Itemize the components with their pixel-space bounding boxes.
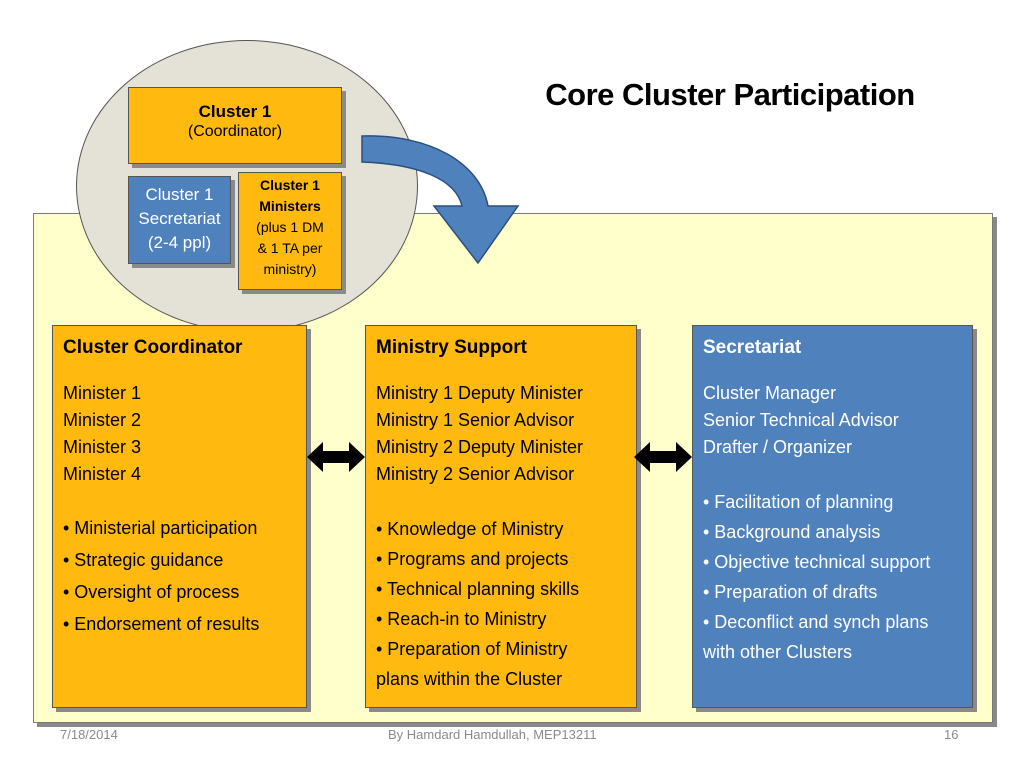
ministers-small-line2: Ministers (259, 198, 321, 214)
secretariat-bullet: • Facilitation of planning (703, 492, 894, 512)
coordinator-member: Minister 3 (63, 437, 142, 457)
footer-page-number: 16 (944, 727, 959, 742)
secretariat-bullet: • Deconflict and synch plans (703, 612, 929, 632)
secretariat-bullets: • Facilitation of planning • Background … (703, 487, 962, 667)
secretariat-bullet: • Objective technical support (703, 552, 931, 572)
ministers-small-line1: Cluster 1 (260, 177, 320, 193)
coordinator-members: Minister 1 Minister 2 Minister 3 Ministe… (63, 380, 296, 488)
cluster1-label: Cluster 1 (198, 102, 272, 121)
footer-author: By Hamdard Hamdullah, MEP13211 (388, 727, 597, 742)
ministry-bullets: • Knowledge of Ministry • Programs and p… (376, 514, 626, 694)
coordinator-member: Minister 4 (63, 464, 142, 484)
secretariat-bullet: • Preparation of drafts (703, 582, 878, 602)
coordinator-member: Minister 2 (63, 410, 142, 430)
secretariat-box: Secretariat Cluster Manager Senior Techn… (692, 325, 973, 708)
footer-date: 7/18/2014 (60, 727, 118, 742)
cluster1-role: (Coordinator) (187, 123, 283, 140)
secretariat-small-line1: Cluster 1 (145, 185, 214, 204)
double-arrow-icon (634, 442, 692, 472)
coordinator-bullet: • Strategic guidance (63, 550, 224, 570)
ministry-bullet: • Technical planning skills (376, 579, 580, 599)
double-arrow-icon (307, 442, 365, 472)
coordinator-bullets: • Ministerial participation • Strategic … (63, 512, 296, 640)
secretariat-bullet-continuation: with other Clusters (703, 642, 853, 662)
secretariat-member: Cluster Manager (703, 383, 837, 403)
coordinator-bullet: • Ministerial participation (63, 518, 258, 538)
coordinator-bullet: • Endorsement of results (63, 614, 260, 634)
ministry-bullet-continuation: plans within the Cluster (376, 669, 563, 689)
secretariat-members: Cluster Manager Senior Technical Advisor… (703, 380, 962, 461)
ministry-member: Ministry 2 Deputy Minister (376, 437, 584, 457)
secretariat-bullet: • Background analysis (703, 522, 881, 542)
cluster-coordinator-box: Cluster Coordinator Minister 1 Minister … (52, 325, 307, 708)
slide-title: Core Cluster Participation (545, 77, 915, 112)
ministry-member: Ministry 1 Deputy Minister (376, 383, 584, 403)
ministers-small-line5: ministry) (263, 261, 317, 277)
curved-arrow-icon (361, 135, 520, 265)
ministry-bullet: • Reach-in to Ministry (376, 609, 547, 629)
ministry-member: Ministry 1 Senior Advisor (376, 410, 575, 430)
coordinator-bullet: • Oversight of process (63, 582, 240, 602)
cluster1-coordinator-box: Cluster 1 (Coordinator) (128, 87, 342, 164)
secretariat-small-line3: (2-4 ppl) (147, 233, 212, 252)
ministry-bullet: • Preparation of Ministry (376, 639, 568, 659)
ministry-members: Ministry 1 Deputy Minister Ministry 1 Se… (376, 380, 626, 488)
ministry-bullet: • Knowledge of Ministry (376, 519, 564, 539)
coordinator-heading: Cluster Coordinator (63, 337, 243, 358)
cluster1-secretariat-box: Cluster 1 Secretariat (2-4 ppl) (128, 176, 231, 264)
ministers-small-line3: (plus 1 DM (256, 219, 324, 235)
ministry-bullet: • Programs and projects (376, 549, 569, 569)
ministry-heading: Ministry Support (376, 337, 527, 358)
ministry-member: Ministry 2 Senior Advisor (376, 464, 575, 484)
secretariat-small-line2: Secretariat (138, 209, 221, 228)
cluster1-ministers-box: Cluster 1 Ministers (plus 1 DM & 1 TA pe… (238, 172, 342, 290)
secretariat-member: Senior Technical Advisor (703, 410, 899, 430)
secretariat-heading: Secretariat (703, 337, 802, 358)
ministers-small-line4: & 1 TA per (257, 240, 323, 256)
secretariat-member: Drafter / Organizer (703, 437, 853, 457)
coordinator-member: Minister 1 (63, 383, 142, 403)
ministry-support-box: Ministry Support Ministry 1 Deputy Minis… (365, 325, 637, 708)
